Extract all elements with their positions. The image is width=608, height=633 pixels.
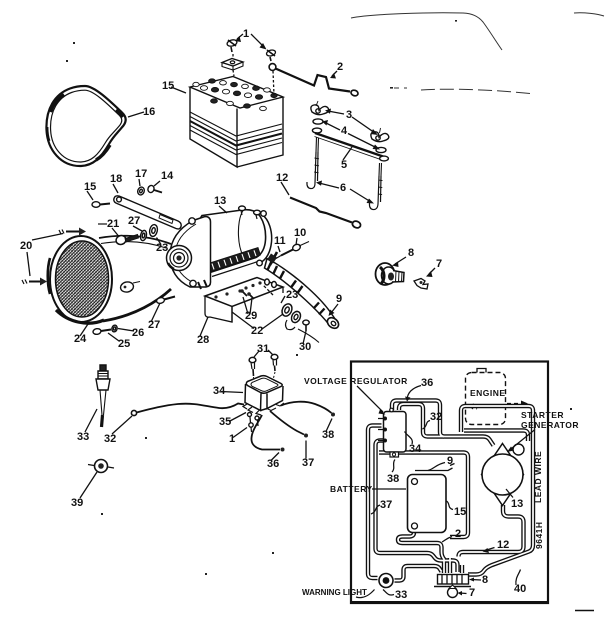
svg-text:10: 10 bbox=[294, 227, 306, 239]
svg-text:38: 38 bbox=[387, 473, 399, 485]
svg-text:14: 14 bbox=[161, 170, 174, 182]
svg-text:21: 21 bbox=[107, 218, 119, 230]
svg-text:40: 40 bbox=[514, 583, 526, 595]
svg-text:33: 33 bbox=[77, 431, 89, 443]
svg-text:20: 20 bbox=[20, 240, 32, 252]
svg-text:39: 39 bbox=[71, 497, 83, 509]
svg-text:2: 2 bbox=[455, 528, 461, 540]
svg-text:24: 24 bbox=[74, 333, 87, 345]
svg-text:7: 7 bbox=[436, 258, 442, 270]
svg-text:GENERATOR: GENERATOR bbox=[521, 420, 579, 430]
svg-text:37: 37 bbox=[302, 457, 314, 469]
svg-text:36: 36 bbox=[267, 458, 279, 470]
svg-text:9: 9 bbox=[447, 455, 453, 467]
svg-text:LEAD WIRE: LEAD WIRE bbox=[533, 451, 543, 503]
svg-text:9: 9 bbox=[336, 293, 342, 305]
svg-text:33: 33 bbox=[395, 589, 407, 601]
svg-text:ENGINE: ENGINE bbox=[470, 388, 506, 398]
svg-text:11: 11 bbox=[274, 235, 286, 247]
svg-text:15: 15 bbox=[454, 506, 466, 518]
svg-text:37: 37 bbox=[380, 499, 392, 511]
svg-text:31: 31 bbox=[257, 343, 269, 355]
svg-text:BATTERY: BATTERY bbox=[330, 484, 373, 494]
svg-text:4: 4 bbox=[341, 125, 348, 137]
svg-text:12: 12 bbox=[497, 539, 509, 551]
svg-text:6: 6 bbox=[340, 182, 346, 194]
svg-text:34: 34 bbox=[409, 443, 422, 455]
svg-text:26: 26 bbox=[132, 327, 144, 339]
svg-text:34: 34 bbox=[213, 385, 226, 397]
svg-text:8: 8 bbox=[482, 574, 488, 586]
svg-text:35: 35 bbox=[219, 416, 231, 428]
svg-text:1: 1 bbox=[229, 433, 235, 445]
svg-text:VOLTAGE REGULATOR: VOLTAGE REGULATOR bbox=[304, 376, 408, 386]
svg-text:23: 23 bbox=[286, 289, 298, 301]
svg-text:32: 32 bbox=[430, 411, 442, 423]
svg-text:30: 30 bbox=[299, 341, 311, 353]
svg-text:16: 16 bbox=[143, 106, 155, 118]
svg-text:STARTER: STARTER bbox=[521, 410, 564, 420]
svg-text:1: 1 bbox=[243, 28, 249, 40]
svg-text:25: 25 bbox=[118, 338, 130, 350]
svg-text:36: 36 bbox=[421, 377, 433, 389]
svg-text:12: 12 bbox=[276, 172, 288, 184]
svg-text:17: 17 bbox=[135, 168, 147, 180]
svg-text:27: 27 bbox=[148, 319, 160, 331]
svg-text:13: 13 bbox=[214, 195, 226, 207]
svg-text:8: 8 bbox=[408, 247, 414, 259]
svg-text:27: 27 bbox=[128, 215, 140, 227]
svg-text:5: 5 bbox=[341, 159, 347, 171]
svg-text:13: 13 bbox=[511, 498, 523, 510]
svg-text:3: 3 bbox=[346, 109, 352, 121]
svg-text:38: 38 bbox=[322, 429, 334, 441]
svg-text:15: 15 bbox=[162, 80, 174, 92]
svg-text:23: 23 bbox=[156, 242, 168, 254]
svg-text:15: 15 bbox=[84, 181, 96, 193]
svg-text:18: 18 bbox=[110, 173, 122, 185]
svg-text:7: 7 bbox=[469, 587, 475, 599]
svg-text:WARNING LIGHT: WARNING LIGHT bbox=[302, 588, 367, 597]
svg-text:28: 28 bbox=[197, 334, 209, 346]
svg-text:2: 2 bbox=[337, 61, 343, 73]
svg-text:32: 32 bbox=[104, 433, 116, 445]
svg-text:9641H: 9641H bbox=[534, 521, 544, 549]
svg-text:22: 22 bbox=[251, 325, 263, 337]
